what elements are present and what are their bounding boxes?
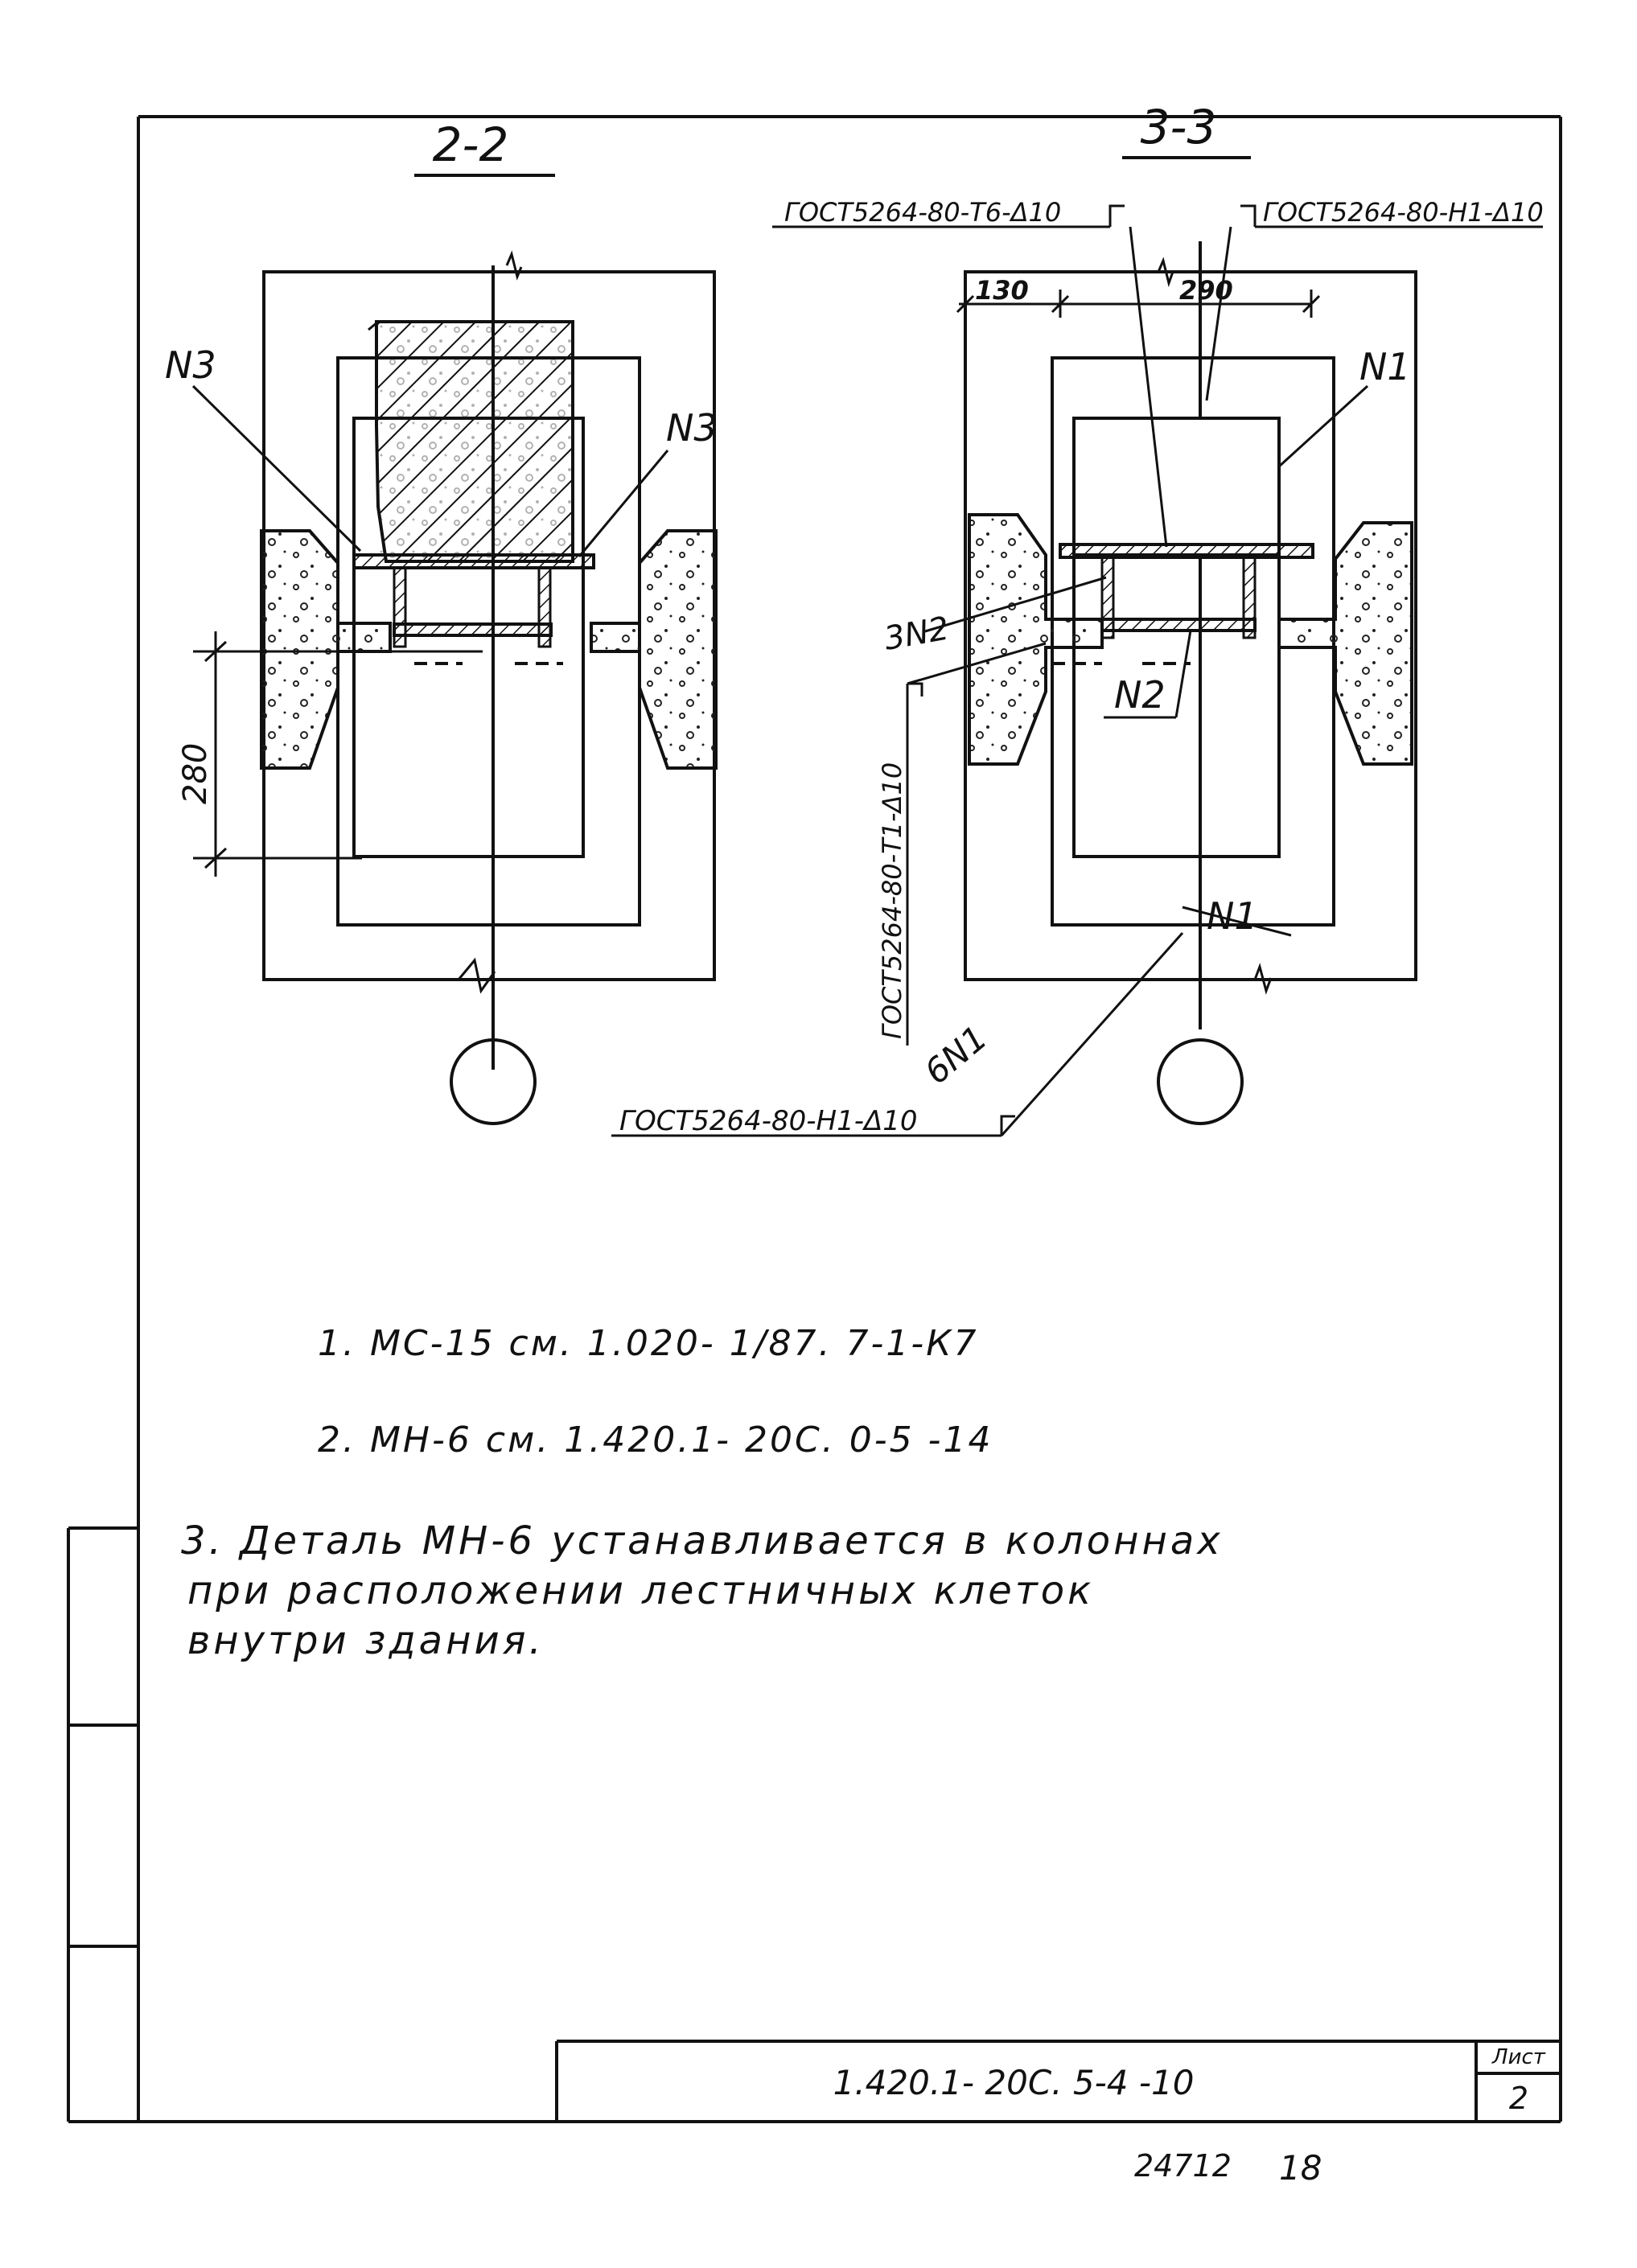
archive-number: 24712 — [1134, 2148, 1232, 2184]
weld-spec-top-right: ГОСТ5264-80-Н1-Δ10 — [1263, 197, 1544, 228]
section-title-3-3: 3-3 — [1141, 100, 1217, 154]
note-3-line-2: при расположении лестничных клеток — [187, 1568, 1095, 1613]
mortar-joint-right-33 — [1277, 521, 1413, 766]
mortar-joint-right — [590, 529, 718, 770]
axis-marker — [450, 1038, 537, 1125]
section-2-2: 2-2 280 — [165, 117, 718, 1125]
weld-spec-bottom: ГОСТ5264-80-Н1-Δ10 — [619, 1105, 918, 1137]
mark-n1-top: N1 — [1359, 345, 1411, 388]
note-3-line-1: 3. Деталь МН-6 устанавливается в колонна… — [181, 1518, 1224, 1563]
mark-n2: N2 — [1114, 673, 1166, 717]
sheet-number: 2 — [1509, 2081, 1528, 2116]
embedded-plate-bottom — [393, 622, 553, 637]
sheet-label: Лист — [1491, 2045, 1546, 2069]
embedded-plate-top-33 — [1059, 543, 1314, 559]
dimension-280: 280 — [177, 743, 214, 804]
steel-element-n1 — [1072, 417, 1281, 557]
weld-spec-top-left: ГОСТ5264-80-Т6-Δ10 — [784, 197, 1061, 228]
sheet-frame — [67, 115, 1562, 2123]
axis-marker-33 — [1157, 1038, 1244, 1125]
note-3: 3. Деталь МН-6 устанавливается в колонна… — [181, 1516, 1224, 1666]
page-number: 18 — [1279, 2148, 1322, 2188]
mark-3n2: 3N2 — [882, 610, 952, 658]
mark-6n1: 6N1 — [917, 1018, 995, 1092]
title-block — [555, 2040, 1561, 2122]
dimension-290: 290 — [1179, 275, 1233, 306]
document-code: 1.420.1- 20С. 5-4 -10 — [833, 2063, 1195, 2102]
note-2: 2. МН-6 см. 1.420.1- 20С. 0-5 -14 — [318, 1420, 993, 1461]
section-3-3: 3-3 ГОСТ5264-80-Т6-Δ10 ГОСТ5264-80-Н1-Δ1… — [611, 100, 1544, 1137]
embedded-plate-top — [352, 553, 595, 569]
note-3-line-3: внутри здания. — [187, 1618, 545, 1663]
mark-n3-left: N3 — [165, 343, 216, 387]
mark-n3-right: N3 — [666, 406, 718, 450]
mortar-joint-left-33 — [968, 513, 1104, 766]
note-1: 1. МС-15 см. 1.020- 1/87. 7-1-К7 — [318, 1323, 979, 1364]
dimension-130: 130 — [975, 275, 1029, 306]
embedded-plate-n2 — [1100, 618, 1257, 632]
section-title-2-2: 2-2 — [433, 117, 509, 172]
weld-spec-vertical: ГОСТ5264-80-Т1-Δ10 — [877, 762, 907, 1039]
